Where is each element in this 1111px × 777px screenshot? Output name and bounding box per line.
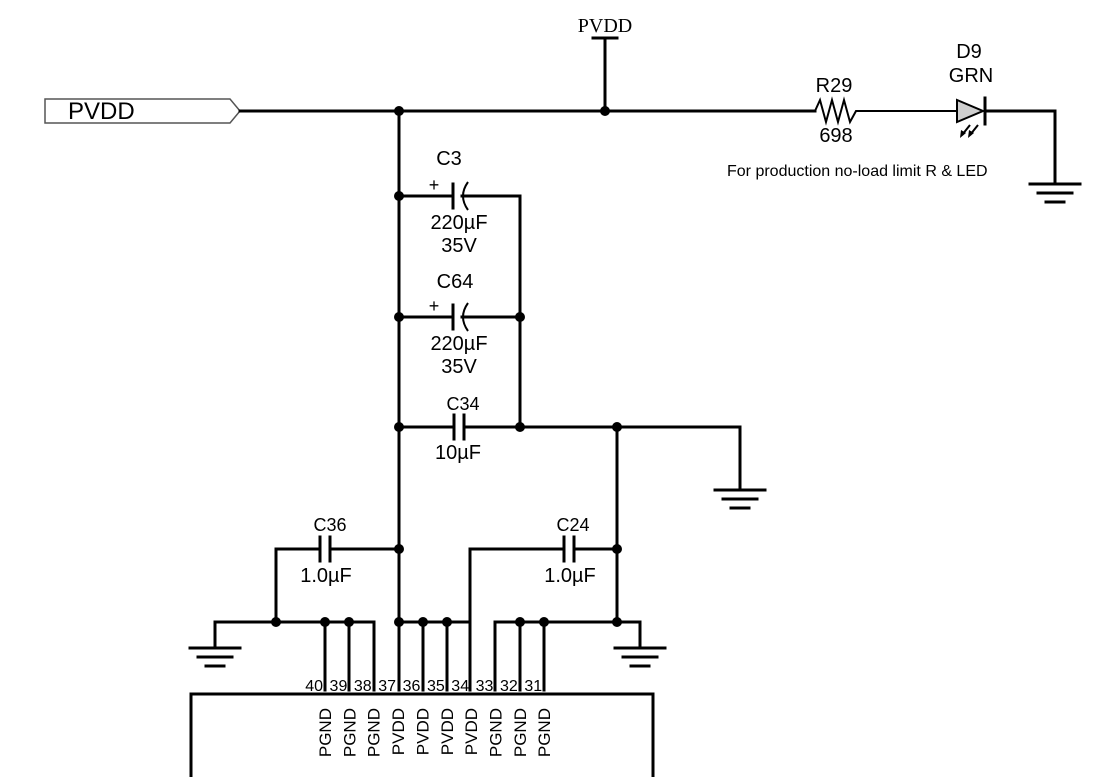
ic-pin-name: PGND bbox=[535, 708, 554, 757]
junction-dot bbox=[515, 617, 525, 627]
c34-ref: C34 bbox=[446, 394, 479, 414]
junction-dot bbox=[394, 106, 404, 116]
resistor-icon bbox=[814, 96, 957, 126]
ic-pin-name: PGND bbox=[316, 708, 335, 757]
c64-ref: C64 bbox=[437, 271, 474, 293]
ground-icon bbox=[1028, 182, 1082, 204]
junction-dot bbox=[394, 191, 404, 201]
led-arrow-head-2 bbox=[968, 130, 974, 138]
c3-plus: + bbox=[429, 175, 440, 195]
ic-body bbox=[189, 692, 655, 777]
ground-icon bbox=[613, 646, 667, 668]
c3: + C3 220µF 35V bbox=[397, 148, 522, 257]
c3-value: 220µF bbox=[430, 212, 487, 234]
led-cathode-wire bbox=[983, 109, 1057, 186]
junction-dot bbox=[394, 544, 404, 554]
c36: C36 1.0µF bbox=[274, 515, 401, 624]
c24: C24 1.0µF bbox=[468, 515, 619, 624]
c24-value: 1.0µF bbox=[544, 565, 596, 587]
junction-dot bbox=[394, 312, 404, 322]
junction-dot bbox=[612, 422, 622, 432]
led-icon bbox=[956, 98, 986, 124]
ic-pin-number: 35 bbox=[427, 678, 445, 695]
d9: D9 GRN bbox=[949, 41, 1057, 186]
ic-pin-name: PGND bbox=[511, 708, 530, 757]
junction-dot bbox=[612, 617, 622, 627]
c36-ref: C36 bbox=[313, 515, 346, 535]
junction-dot bbox=[515, 422, 525, 432]
ic-pin-name: PVDD bbox=[389, 708, 408, 755]
ic-pin-name: PVDD bbox=[438, 708, 457, 755]
c64: + C64 220µF 35V bbox=[397, 271, 522, 378]
d9-color: GRN bbox=[949, 65, 993, 87]
junction-dots bbox=[271, 106, 622, 627]
ic-pin-name: PGND bbox=[340, 708, 359, 757]
junction-dot bbox=[394, 617, 404, 627]
left-pgnd-net bbox=[213, 620, 376, 692]
c3-ref: C3 bbox=[436, 148, 462, 170]
junction-dot bbox=[271, 617, 281, 627]
right-pgnd-net bbox=[493, 620, 642, 692]
led-arrow-head-1 bbox=[960, 130, 966, 138]
junction-dot bbox=[442, 617, 452, 627]
junction-dot bbox=[539, 617, 549, 627]
production-note: For production no-load limit R & LED bbox=[727, 163, 988, 180]
ic-pin-number: 38 bbox=[354, 678, 372, 695]
pvdd-port-label: PVDD bbox=[68, 98, 135, 125]
r29-value: 698 bbox=[819, 125, 852, 147]
junction-dot bbox=[612, 544, 622, 554]
junction-dot bbox=[344, 617, 354, 627]
junction-dot bbox=[320, 617, 330, 627]
ic-pin-number: 40 bbox=[305, 678, 323, 695]
ground-icon bbox=[188, 646, 242, 668]
c3-voltage: 35V bbox=[441, 235, 477, 257]
r29-ref: R29 bbox=[816, 75, 853, 97]
ic-pin-number: 34 bbox=[451, 678, 469, 695]
junction-dot bbox=[515, 312, 525, 322]
port-icon bbox=[44, 98, 241, 124]
ic-pin-number: 32 bbox=[500, 678, 518, 695]
junction-dot bbox=[600, 106, 610, 116]
ic-pin-name: PGND bbox=[486, 708, 505, 757]
ic-pin-stubs bbox=[323, 620, 546, 692]
junction-dot bbox=[418, 617, 428, 627]
ic-pin-number: 37 bbox=[378, 678, 396, 695]
ic-pin-name: PVDD bbox=[413, 708, 432, 755]
pvdd-supply: PVDD bbox=[578, 15, 632, 113]
c64-voltage: 35V bbox=[441, 356, 477, 378]
ic-pin-number: 31 bbox=[524, 678, 542, 695]
pvdd-port: PVDD bbox=[44, 98, 241, 125]
junction-dot bbox=[394, 422, 404, 432]
ic-pin-number: 33 bbox=[476, 678, 494, 695]
ic-pin-name: PVDD bbox=[462, 708, 481, 755]
ic-pin-number: 36 bbox=[403, 678, 421, 695]
c24-ref: C24 bbox=[556, 515, 589, 535]
r29: R29 698 bbox=[814, 75, 957, 147]
pvdd-supply-label: PVDD bbox=[578, 15, 632, 37]
ground-icon bbox=[713, 488, 767, 510]
c64-plus: + bbox=[429, 296, 440, 316]
c36-value: 1.0µF bbox=[300, 565, 352, 587]
c34-value: 10µF bbox=[435, 442, 481, 464]
ic-pin-number: 39 bbox=[330, 678, 348, 695]
d9-ref: D9 bbox=[956, 41, 982, 63]
ic-pin-name: PGND bbox=[365, 708, 384, 757]
c34: C34 10µF bbox=[397, 394, 742, 464]
c64-value: 220µF bbox=[430, 333, 487, 355]
